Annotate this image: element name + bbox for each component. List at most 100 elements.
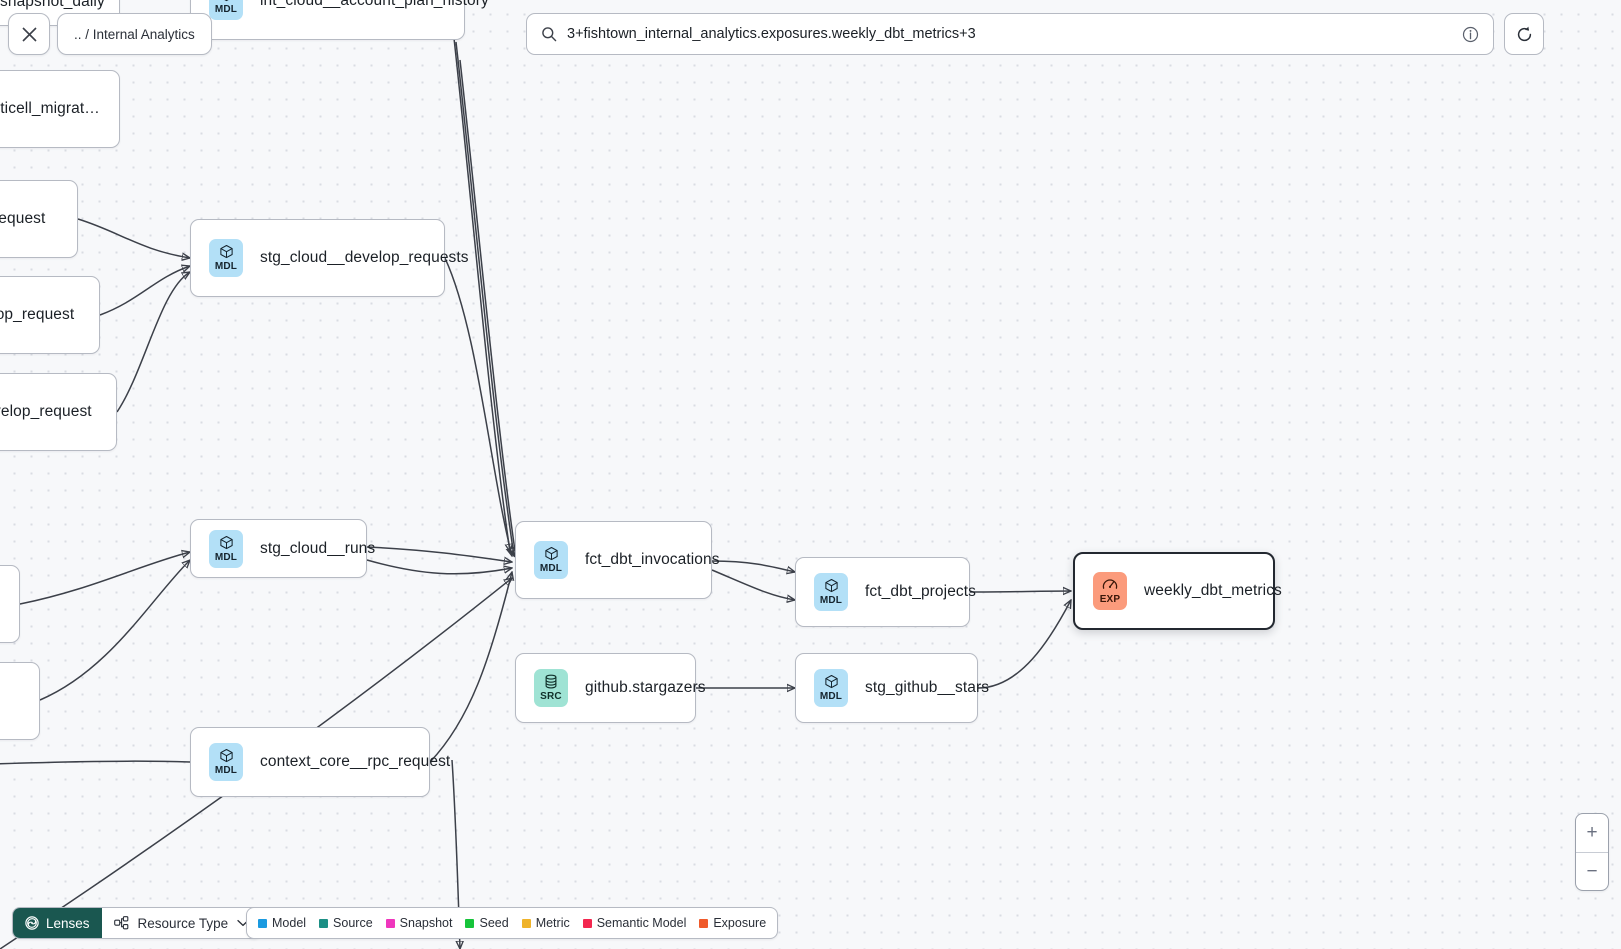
legend-item[interactable]: Model — [258, 916, 306, 930]
lenses-button[interactable]: Lenses — [13, 908, 102, 938]
gauge-icon-glyph — [1102, 577, 1118, 593]
refresh-button[interactable] — [1504, 13, 1544, 55]
breadcrumb[interactable]: .. / Internal Analytics — [57, 13, 212, 55]
lineage-edge — [429, 572, 512, 763]
legend-item[interactable]: Seed — [465, 916, 509, 930]
legend-swatch — [385, 918, 395, 928]
legend-label: Snapshot — [399, 916, 453, 930]
lineage-edge — [99, 266, 190, 316]
legend-swatch — [465, 918, 475, 928]
node-type-badge-label: MDL — [819, 595, 843, 606]
search-icon — [541, 26, 557, 42]
zoom-in-button[interactable]: + — [1586, 822, 1598, 843]
lineage-node[interactable]: MDL…p_request — [0, 180, 78, 258]
lineage-node-label: context_core__rpc_request — [260, 753, 451, 770]
lineage-node[interactable]: MDLmulticell_migrat… — [0, 70, 120, 148]
lineage-node[interactable]: MDL…develop_request — [0, 373, 117, 451]
search-input[interactable]: 3+fishtown_internal_analytics.exposures.… — [526, 13, 1494, 55]
lineage-node-label: …velop_request — [0, 306, 75, 323]
legend-item[interactable]: Semantic Model — [582, 916, 687, 930]
legend-item[interactable]: Metric — [521, 916, 570, 930]
database-icon-glyph — [544, 674, 558, 690]
lenses-label: Lenses — [46, 915, 90, 931]
resource-type-legend: Model Source Snapshot Seed Metric Semantic Mo… — [246, 907, 779, 939]
lineage-edge — [711, 569, 795, 600]
lineage-node[interactable]: MDL fct_dbt_projects — [795, 557, 976, 627]
cube-icon-glyph — [544, 546, 559, 562]
lineage-node[interactable]: MDL…velop_request — [0, 276, 100, 354]
lineage-node[interactable]: MDL…run — [0, 662, 40, 740]
search-value[interactable]: 3+fishtown_internal_analytics.exposures.… — [567, 26, 976, 42]
lineage-node-label: …p_request — [0, 210, 46, 227]
legend-label: Semantic Model — [596, 916, 687, 930]
lineage-node-label: snapshot_daily — [0, 0, 105, 10]
lineage-edge — [969, 591, 1071, 592]
gauge-icon: EXP — [1093, 572, 1127, 610]
legend-item[interactable]: Exposure — [699, 916, 766, 930]
cube-icon-glyph — [219, 244, 234, 260]
lineage-edge — [366, 546, 512, 562]
legend-label: Model — [272, 916, 307, 930]
lineage-node[interactable]: MDL stg_cloud__runs — [190, 519, 375, 578]
cube-icon: MDL — [814, 669, 848, 707]
cube-icon-glyph — [824, 578, 839, 594]
lineage-edge — [977, 600, 1071, 689]
legend-item[interactable]: Snapshot — [385, 916, 453, 930]
lineage-edge — [366, 559, 512, 575]
lineage-node-label: stg_cloud__runs — [260, 539, 376, 557]
lineage-node-label: github.stargazers — [585, 679, 706, 696]
database-icon: SRC — [534, 669, 568, 707]
lineage-node-label: stg_cloud__develop_requests — [260, 249, 469, 266]
cube-icon-glyph — [824, 674, 839, 690]
lineage-edge — [444, 257, 512, 556]
node-type-badge-label: EXP — [1099, 594, 1121, 605]
node-type-badge-label: MDL — [214, 551, 238, 563]
cube-icon: MDL — [209, 0, 243, 20]
node-type-badge-label: SRC — [540, 691, 562, 702]
graph-toolbar: Lenses Resource Type — [12, 907, 263, 939]
zoom-controls: + − — [1575, 813, 1609, 891]
resource-type-filter[interactable]: Resource Type — [101, 908, 262, 938]
cube-icon-glyph — [219, 748, 234, 764]
lineage-edge — [19, 552, 190, 605]
cube-icon-glyph — [219, 535, 234, 551]
legend-swatch — [699, 918, 709, 928]
legend-item[interactable]: Source — [319, 916, 373, 930]
lineage-node[interactable]: MDL stg_cloud__develop_requests — [190, 219, 469, 297]
resource-type-label: Resource Type — [137, 915, 229, 931]
legend-label: Seed — [479, 916, 509, 930]
lineage-edge — [711, 560, 795, 572]
lineage-node[interactable]: MDL context_core__rpc_request — [190, 727, 450, 797]
lineage-edge — [0, 760, 191, 765]
lineage-node[interactable]: MDL int_cloud__account_plan_history — [190, 0, 489, 40]
cube-icon: MDL — [814, 573, 848, 611]
info-icon[interactable] — [1462, 26, 1479, 43]
cube-icon-glyph — [219, 0, 234, 3]
legend-label: Exposure — [713, 916, 767, 930]
lineage-node[interactable]: SRC github.stargazers — [515, 653, 706, 723]
node-type-badge-label: MDL — [819, 691, 843, 702]
lineage-node[interactable]: MDL…n — [0, 565, 20, 643]
node-type-badge-label: MDL — [214, 765, 238, 776]
lineage-node-label: …develop_request — [0, 403, 92, 420]
lineage-node-label: multicell_migrat… — [0, 100, 100, 117]
lineage-edge — [459, 59, 516, 558]
node-type-badge-label: MDL — [214, 4, 238, 15]
zoom-out-button[interactable]: − — [1576, 852, 1608, 890]
legend-swatch — [521, 918, 531, 928]
cube-icon: MDL — [209, 239, 243, 277]
lineage-edge — [116, 272, 190, 413]
lineage-node-label: fct_dbt_projects — [865, 583, 977, 600]
node-type-badge-label: MDL — [539, 563, 563, 574]
cube-icon: MDL — [534, 541, 568, 579]
lineage-edge — [77, 218, 190, 258]
lineage-node-label: int_cloud__account_plan_history — [260, 0, 489, 9]
breadcrumb-label: .. / Internal Analytics — [74, 26, 195, 42]
close-button[interactable] — [8, 13, 50, 55]
legend-label: Metric — [535, 916, 570, 930]
